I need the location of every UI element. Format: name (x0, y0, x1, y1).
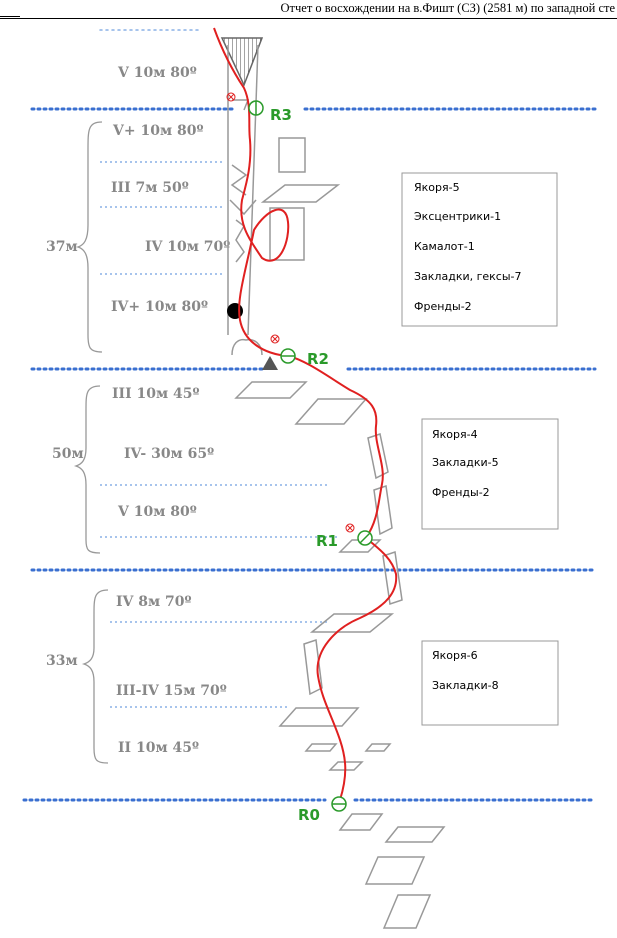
section-braces (73, 121, 109, 764)
station-label: R1 (316, 532, 338, 550)
station-r3: R3 (248, 100, 292, 124)
gear-box-2: Якоря-4 Закладки-5 Френды-2 (421, 418, 559, 530)
bolt-icon (226, 92, 236, 102)
station-r2: R2 (280, 348, 329, 368)
gear-item: Якоря-6 (432, 649, 478, 662)
pitch-label: III 7м 50º (111, 180, 189, 196)
bolt-icon (345, 523, 355, 533)
gear-item: Френды-2 (414, 300, 472, 313)
gear-item: Якоря-4 (432, 428, 478, 441)
pitch-label: IV- 30м 65º (124, 446, 214, 462)
section-2-length: 50м (52, 446, 84, 462)
station-label: R3 (270, 106, 292, 124)
pitch-label: IV+ 10м 80º (111, 299, 208, 315)
gear-item: Эксцентрики-1 (414, 210, 501, 223)
gear-item: Закладки-8 (432, 679, 499, 692)
header-title: Отчет о восхождении на в.Фишт (СЗ) (2581… (280, 1, 616, 15)
pitch-label: IV 8м 70º (116, 594, 192, 610)
bolt-icon (270, 334, 280, 344)
gear-item: Френды-2 (432, 486, 490, 499)
gear-item: Якоря-5 (414, 181, 460, 194)
section-1-length: 37м (46, 239, 78, 255)
gear-box-1: Якоря-5 Эксцентрики-1 Камалот-1 Закладки… (401, 172, 558, 327)
section-dividers (22, 29, 597, 802)
brace-section-3 (81, 589, 109, 764)
header-left-rule (0, 16, 20, 17)
gear-item: Камалот-1 (414, 240, 475, 253)
page-header: Отчет о восхождении на в.Фишт (СЗ) (2581… (0, 0, 617, 19)
station-label: R0 (298, 806, 320, 824)
piton-marker-icon (262, 356, 278, 370)
chimney-feature (220, 37, 264, 356)
pitch-dividers (100, 161, 340, 708)
gear-box-3: Якоря-6 Закладки-8 (421, 640, 559, 726)
route-line (213, 27, 398, 801)
gear-item: Закладки-5 (432, 456, 499, 469)
brace-section-2 (73, 385, 101, 554)
crux-marker-icon (227, 303, 243, 319)
pitch-label: V 10м 80º (117, 65, 197, 81)
pitch-label: III 10м 45º (112, 386, 200, 402)
pitch-label: V 10м 80º (117, 504, 197, 520)
brace-section-1 (75, 121, 103, 353)
pitch-label: V+ 10м 80º (112, 123, 203, 139)
station-label: R2 (307, 350, 329, 368)
pitch-label: III-IV 15м 70º (116, 683, 227, 699)
section-3-length: 33м (46, 653, 78, 669)
pitch-label: IV 10м 70º (145, 239, 230, 255)
gear-item: Закладки, гексы-7 (414, 270, 522, 283)
pitch-label: II 10м 45º (118, 740, 199, 756)
station-r1: R1 (316, 530, 373, 550)
station-r0: R0 (298, 796, 347, 824)
bolt-icons (226, 92, 355, 533)
